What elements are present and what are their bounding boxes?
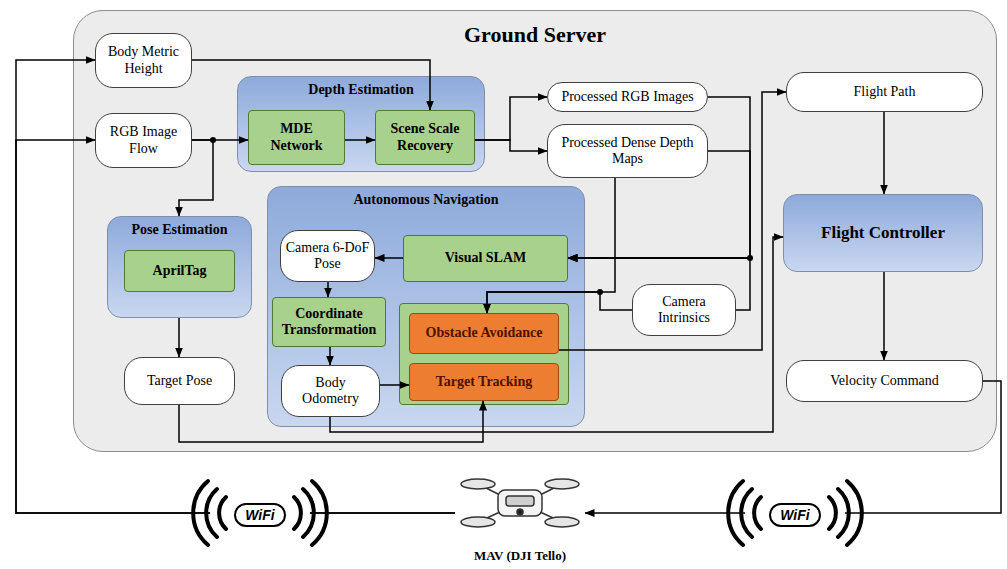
flow-arrow <box>330 237 783 432</box>
wifi-label: WiFi <box>234 503 286 527</box>
data-pill: Camera 6-DoF Pose <box>280 230 375 282</box>
flow-arrow <box>883 272 885 360</box>
group-heading: Pose Estimation <box>107 222 252 238</box>
node-label: Velocity Command <box>830 373 939 389</box>
node-label: Body Metric Height <box>100 44 187 76</box>
data-pill: Velocity Command <box>786 360 983 402</box>
data-pill: Body Metric Height <box>95 33 192 88</box>
process-box: MDE Network <box>248 110 345 165</box>
module-group: Pose EstimationAprilTag <box>107 216 252 318</box>
group-heading: Ground Server <box>73 22 997 47</box>
node-label: Processed RGB Images <box>561 89 693 105</box>
flow-arrow <box>375 257 403 259</box>
process-box: AprilTag <box>124 250 235 292</box>
task-box: Target Tracking <box>409 363 559 401</box>
node-label: Flight Controller <box>821 223 945 243</box>
flow-arrow <box>327 282 329 297</box>
flow-arrow <box>345 139 375 141</box>
flow-arrow <box>568 97 750 258</box>
node-label: Visual SLAM <box>445 250 527 266</box>
group-heading: Depth Estimation <box>237 82 485 98</box>
data-pill: Processed Dense Depth Maps <box>547 124 708 178</box>
data-pill: Processed RGB Images <box>547 82 708 112</box>
controller-box: Flight Controller <box>783 194 983 272</box>
node-label: Flight Path <box>854 84 916 100</box>
vehicle-node: MAV (DJI Tello) <box>455 470 585 566</box>
data-pill: RGB Image Flow <box>95 113 192 168</box>
node-label: AprilTag <box>153 263 207 279</box>
node-label: Camera Intrinsics <box>637 294 731 326</box>
flow-arrow <box>568 151 750 258</box>
node-label: Target Tracking <box>436 374 533 390</box>
flow-arrow <box>475 140 547 151</box>
process-box: Coordinate Transformation <box>272 297 386 347</box>
node-label: Coordinate Transformation <box>277 306 381 338</box>
server-panel: Ground ServerBody Metric HeightRGB Image… <box>73 10 997 452</box>
wifi-icon <box>728 481 862 545</box>
data-pill: Target Pose <box>124 357 235 405</box>
node-label: Target Pose <box>147 373 212 389</box>
wifi-label: WiFi <box>769 503 821 527</box>
data-pill: Camera Intrinsics <box>632 284 736 336</box>
data-pill: Flight Path <box>786 72 983 112</box>
flow-arrow <box>475 97 547 140</box>
flow-arrow <box>568 258 750 310</box>
drone-illustration <box>461 479 579 527</box>
flow-arrow <box>883 112 885 194</box>
flow-arrow <box>179 401 483 442</box>
wifi-icon <box>193 481 327 545</box>
flow-arrow <box>178 318 180 357</box>
node-label: RGB Image Flow <box>100 124 187 156</box>
flow-arrow <box>487 292 632 313</box>
node-label: Camera 6-DoF Pose <box>285 240 370 272</box>
node-label: Obstacle Avoidance <box>426 325 543 341</box>
flow-arrow <box>559 92 786 350</box>
node-label: Body Odometry <box>286 375 375 407</box>
flow-arrow <box>329 347 331 365</box>
group-heading: Autonomous Navigation <box>267 192 585 208</box>
process-box: Visual SLAM <box>403 235 568 282</box>
module-group: Depth EstimationMDE Network Scene Scale R… <box>237 76 485 172</box>
flow-arrow <box>16 60 455 513</box>
node-label: Scene Scale Recovery <box>380 121 470 153</box>
node-label: MAV (DJI Tello) <box>455 549 585 564</box>
task-box: Obstacle Avoidance <box>409 313 559 354</box>
junction-dots <box>210 137 753 295</box>
process-box: Scene Scale Recovery <box>375 110 475 165</box>
flow-arrow <box>380 384 409 386</box>
flow-arrow <box>179 140 213 216</box>
module-group: Autonomous NavigationCamera 6-DoF Pose Vi… <box>267 186 585 427</box>
node-label: MDE Network <box>253 121 340 153</box>
data-pill: Body Odometry <box>281 365 380 417</box>
node-label: Processed Dense Depth Maps <box>552 135 703 167</box>
